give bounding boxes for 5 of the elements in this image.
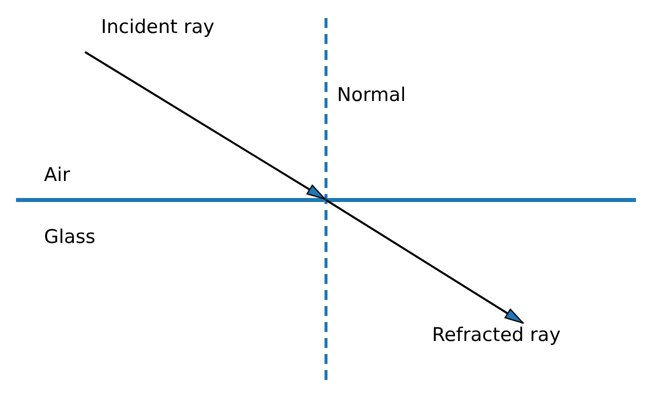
text-label: Incident ray bbox=[101, 18, 214, 37]
text-label: Glass bbox=[44, 228, 96, 247]
text-label: Normal bbox=[337, 86, 406, 105]
text-label: Refracted ray bbox=[432, 326, 561, 345]
text-label: Air bbox=[44, 166, 70, 185]
